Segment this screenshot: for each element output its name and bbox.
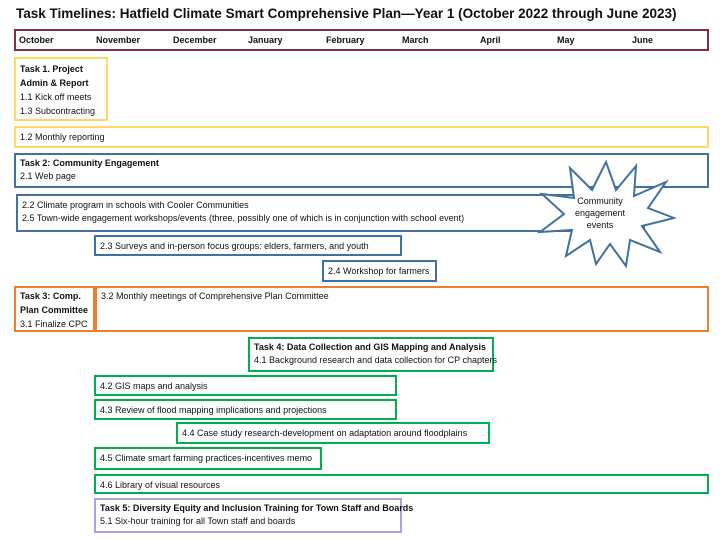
task2-box: Task 2: Community Engagement 2.1 Web pag… xyxy=(14,153,709,188)
task4-box: Task 4: Data Collection and GIS Mapping … xyxy=(248,337,497,372)
task-bar-4-6: 4.6 Library of visual resources xyxy=(94,474,709,494)
task5-heading: Task 5: Diversity Equity and Inclusion T… xyxy=(100,503,414,513)
month-label: May xyxy=(557,35,575,45)
month-label: February xyxy=(326,35,365,45)
task-bar-2-4: 2.4 Workshop for farmers xyxy=(322,260,437,282)
task-bar-2-3: 2.3 Surveys and in-person focus groups: … xyxy=(94,235,402,256)
task-item: 1.1 Kick off meets xyxy=(20,92,92,102)
task-bar-3-2: 3.2 Monthly meetings of Comprehensive Pl… xyxy=(95,286,709,332)
task-bar-2-2-2-5: 2.2 Climate program in schools with Cool… xyxy=(16,194,645,232)
month-label: October xyxy=(19,35,54,45)
callout-text: events xyxy=(586,220,614,230)
task-bar-4-5: 4.5 Climate smart farming practices-ince… xyxy=(94,447,322,470)
task3-box: Task 3: Comp. Plan Committee 3.1 Finaliz… xyxy=(14,286,95,332)
month-label: January xyxy=(248,35,283,45)
task-bar-1-2: 1.2 Monthly reporting xyxy=(14,126,709,148)
month-label: April xyxy=(480,35,501,45)
task3-heading: Task 3: Comp. xyxy=(20,291,81,301)
month-label: December xyxy=(173,35,217,45)
task-item: 2.2 Climate program in schools with Cool… xyxy=(22,200,249,210)
month-label: November xyxy=(96,35,141,45)
task-bar-4-3: 4.3 Review of flood mapping implications… xyxy=(94,399,397,420)
task1-box: Task 1. Project Admin & Report 1.1 Kick … xyxy=(14,57,108,121)
task-item: 2.1 Web page xyxy=(20,171,76,181)
task-item: 1.3 Subcontracting xyxy=(20,106,96,116)
community-events-callout: Community engagement events xyxy=(560,195,640,231)
month-label: March xyxy=(402,35,429,45)
month-header: October November December January Februa… xyxy=(14,29,709,51)
task-item: 2.5 Town-wide engagement workshops/event… xyxy=(22,213,465,223)
task-item: 5.1 Six-hour training for all Town staff… xyxy=(100,516,296,526)
month-label: June xyxy=(632,35,654,45)
task1-heading: Admin & Report xyxy=(20,78,89,88)
task5-box: Task 5: Diversity Equity and Inclusion T… xyxy=(94,498,414,533)
task-bar-4-2: 4.2 GIS maps and analysis xyxy=(94,375,397,396)
task2-heading: Task 2: Community Engagement xyxy=(20,158,159,168)
task3-heading: Plan Committee xyxy=(20,305,89,315)
task4-heading: Task 4: Data Collection and GIS Mapping … xyxy=(254,342,487,352)
task-item: 4.1 Background research and data collect… xyxy=(254,355,497,365)
page-title: Task Timelines: Hatfield Climate Smart C… xyxy=(16,6,677,21)
task-bar-4-4: 4.4 Case study research-development on a… xyxy=(176,422,490,444)
task-item: 3.1 Finalize CPC xyxy=(20,319,88,329)
starburst-icon xyxy=(536,160,676,268)
task1-heading: Task 1. Project xyxy=(20,64,83,74)
callout-text: Community xyxy=(577,196,623,206)
callout-text: engagement xyxy=(574,208,626,218)
